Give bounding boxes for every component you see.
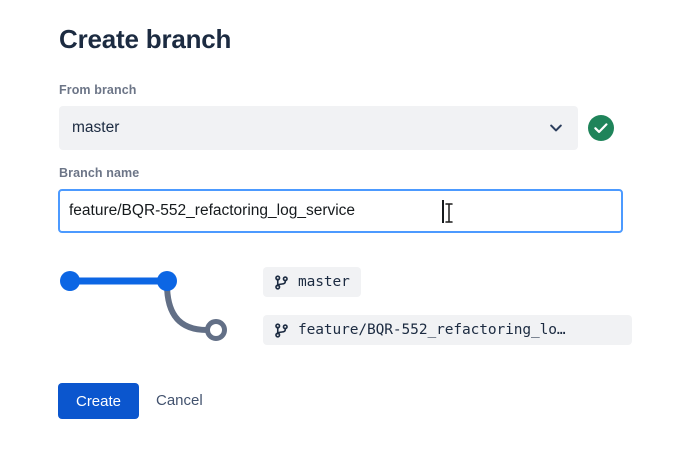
chip-feature: feature/BQR-552_refactoring_lo… xyxy=(263,315,632,345)
text-caret xyxy=(442,200,444,223)
branch-name-input[interactable]: feature/BQR-552_refactoring_log_service xyxy=(58,189,623,233)
branch-graph xyxy=(50,258,240,348)
git-branch-icon xyxy=(274,274,289,290)
git-branch-icon xyxy=(274,322,289,338)
chevron-down-icon xyxy=(548,120,564,136)
commit-node-1 xyxy=(60,271,80,291)
branch-name-value: feature/BQR-552_refactoring_log_service xyxy=(69,202,356,219)
new-branch-node xyxy=(205,319,227,341)
chip-master-label: master xyxy=(298,274,350,290)
commit-node-2 xyxy=(157,271,177,291)
chip-feature-label: feature/BQR-552_refactoring_lo… xyxy=(298,322,566,338)
from-branch-select[interactable]: master xyxy=(59,106,578,150)
cancel-button[interactable]: Cancel xyxy=(156,383,203,419)
branch-name-label: Branch name xyxy=(59,166,140,180)
from-branch-value: master xyxy=(72,119,120,136)
check-circle-icon xyxy=(588,115,614,141)
page-title: Create branch xyxy=(59,24,232,54)
graph-branch-curve xyxy=(164,281,210,333)
from-branch-label: From branch xyxy=(59,83,137,97)
status-badge-valid xyxy=(588,115,614,141)
create-button[interactable]: Create xyxy=(58,383,139,419)
chip-master: master xyxy=(263,267,361,297)
